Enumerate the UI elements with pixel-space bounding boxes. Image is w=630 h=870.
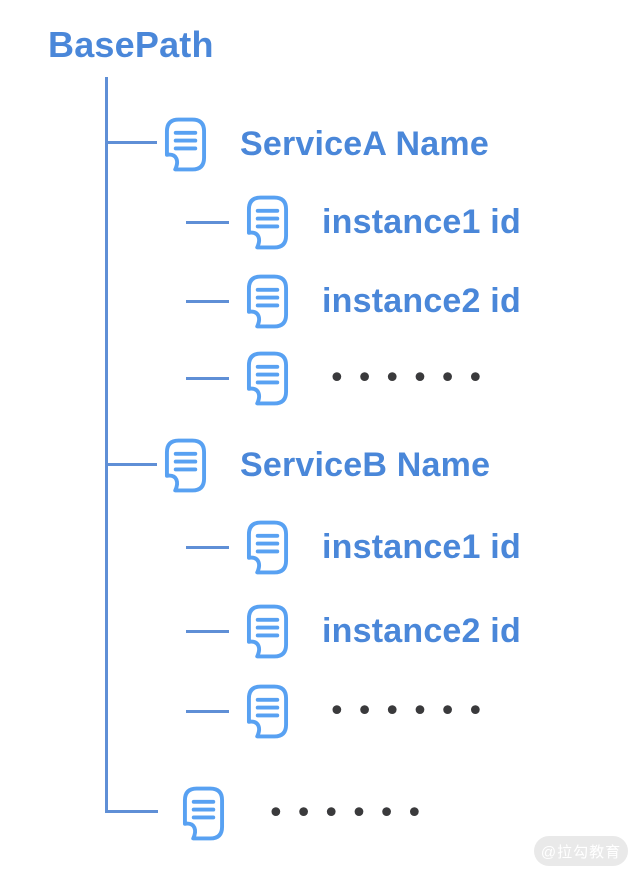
dash-line-instance [186, 710, 229, 713]
tree-node-more-services: •••••• [182, 785, 433, 841]
dash-line-instance [186, 300, 229, 303]
document-icon [164, 438, 207, 493]
document-icon [182, 786, 225, 841]
document-icon [246, 684, 289, 739]
tree-node-serviceA-instance2: instance2 id [246, 273, 521, 329]
branch-line-serviceA [105, 141, 157, 144]
tree-node-serviceA-instance1: instance1 id [246, 194, 521, 250]
dash-line-instance [186, 377, 229, 380]
document-icon [246, 604, 289, 659]
tree-node-label: instance1 id [322, 202, 521, 241]
branch-line-more [105, 810, 158, 813]
dash-line-instance [186, 630, 229, 633]
tree-node-serviceB: ServiceB Name [164, 437, 490, 493]
tree-node-serviceB-instance1: instance1 id [246, 519, 521, 575]
branch-line-serviceB [105, 463, 157, 466]
root-node-label: BasePath [48, 24, 214, 65]
document-icon [164, 117, 207, 172]
dash-line-instance [186, 546, 229, 549]
watermark-label: @拉勾教育 [540, 843, 622, 861]
tree-node-serviceA-more: •••••• [246, 350, 494, 406]
dash-line-instance [186, 221, 229, 224]
ellipsis-dots: •••••• [328, 693, 495, 729]
tree-node-serviceB-instance2: instance2 id [246, 603, 521, 659]
tree-node-label: instance2 id [322, 611, 521, 650]
tree-node-serviceA: ServiceA Name [164, 116, 489, 172]
ellipsis-dots: •••••• [267, 795, 434, 831]
watermark-badge: @拉勾教育 [534, 836, 628, 866]
tree-node-label: ServiceA Name [240, 124, 489, 163]
document-icon [246, 351, 289, 406]
document-icon [246, 520, 289, 575]
tree-node-serviceB-more: •••••• [246, 683, 494, 739]
tree-node-label: ServiceB Name [240, 445, 491, 484]
ellipsis-dots: •••••• [328, 360, 495, 396]
document-icon [246, 195, 289, 250]
document-icon [246, 274, 289, 329]
tree-node-label: instance1 id [322, 527, 521, 566]
tree-node-label: instance2 id [322, 281, 521, 320]
tree-trunk-line [105, 77, 108, 813]
